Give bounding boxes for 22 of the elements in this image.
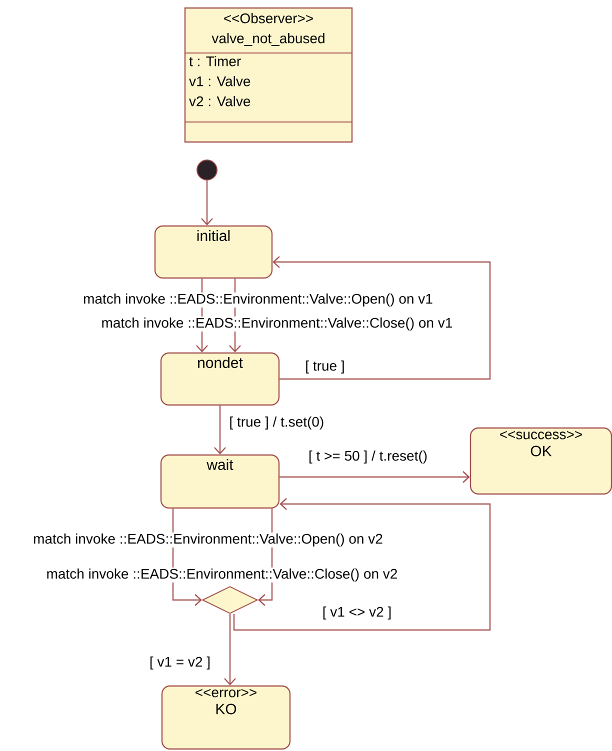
arrow <box>214 406 226 454</box>
edge-label: [ t >= 50 ] / t.reset() <box>307 449 429 465</box>
state-box: <<success>> OK <box>470 427 612 495</box>
state-box: <<error>> KO <box>161 685 291 750</box>
edge-label: match invoke ::EADS::Environment::Valve::Close() on v2 <box>45 567 399 583</box>
arrow <box>224 614 236 686</box>
edge-label: match invoke ::EADS::Environment::Valve::Open() on v1 <box>82 292 434 308</box>
arrow <box>272 256 491 380</box>
arrow <box>280 471 470 483</box>
edge-label: match invoke ::EADS::Environment::Valve::Open() on v2 <box>32 532 384 548</box>
state-box: wait <box>160 454 280 509</box>
edge-label: [ v1 <> v2 ] <box>321 605 393 621</box>
edge-label: [ true ] <box>304 359 346 375</box>
arrow <box>233 498 491 631</box>
edge-label: match invoke ::EADS::Environment::Valve::Close() on v1 <box>100 316 454 332</box>
state-box: initial <box>154 225 273 279</box>
arrow <box>201 180 213 226</box>
state-box: nondet <box>160 352 280 406</box>
initial-dot <box>196 160 218 180</box>
edge-label: [ v1 = v2 ] <box>148 655 212 671</box>
class-box: <<Observer>> valve_not_abused t : Timer v1 : Valve v2 : Valve <box>184 7 353 143</box>
edge-label: [ true ] / t.set(0) <box>228 415 326 431</box>
